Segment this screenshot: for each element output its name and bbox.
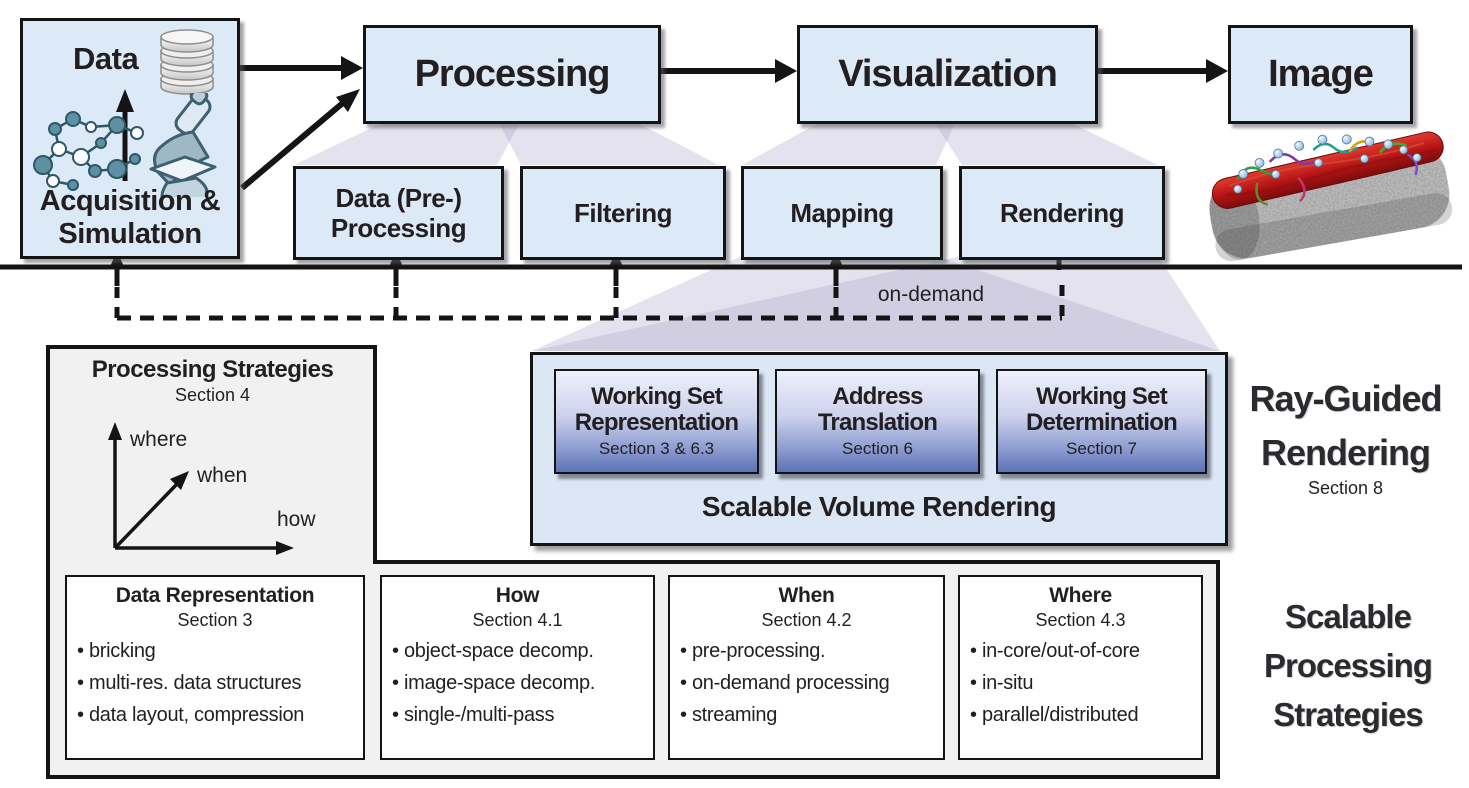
module-section: Section 7 bbox=[1066, 439, 1137, 458]
processing-stage-label: Processing bbox=[414, 53, 611, 95]
box-section: Section 4.3 bbox=[1035, 610, 1126, 630]
ray-guided-line1: Ray-Guided bbox=[1249, 378, 1442, 419]
axis-label-how: how bbox=[277, 508, 316, 531]
axis-label-when: when bbox=[197, 464, 248, 487]
module-section: Section 3 & 6.3 bbox=[598, 439, 715, 458]
sps-line1: Scalable bbox=[1285, 598, 1412, 635]
box-section: Section 4.1 bbox=[472, 610, 563, 630]
bullet-item: on-demand processing bbox=[680, 667, 943, 699]
bullet-item: parallel/distributed bbox=[970, 699, 1201, 731]
bullet-item: object-space decomp. bbox=[392, 635, 653, 667]
module-title-line1: Working Set bbox=[1036, 383, 1168, 410]
on-demand-label: on-demand bbox=[877, 283, 985, 306]
microscope-icon bbox=[149, 93, 217, 197]
box-title: How bbox=[495, 584, 540, 607]
scalable-volume-rendering-box: Working Set Representation Section 3 & 6… bbox=[530, 352, 1228, 546]
module-title-line2: Determination bbox=[1026, 409, 1178, 436]
box-title: Data Representation bbox=[115, 584, 315, 607]
module-title-line1: Address bbox=[832, 383, 923, 410]
address-translation-module: Address Translation Section 6 bbox=[775, 369, 980, 474]
visualization-stage-label: Visualization bbox=[838, 53, 1058, 95]
box-title: When bbox=[778, 584, 835, 607]
image-stage-box: Image bbox=[1228, 25, 1413, 124]
scalable-processing-strategies-title: Scalable Processing Strategies bbox=[1228, 592, 1468, 739]
how-box: How Section 4.1 object-space decomp. ima… bbox=[380, 575, 655, 760]
sps-line2: Processing bbox=[1264, 647, 1433, 684]
filtering-box: Filtering bbox=[520, 166, 726, 260]
bullet-item: single-/multi-pass bbox=[392, 699, 653, 731]
volume-rendering-image bbox=[1209, 131, 1453, 262]
image-stage-label: Image bbox=[1268, 53, 1374, 95]
acquisition-box: Data bbox=[20, 18, 240, 259]
bullet-item: bricking bbox=[77, 635, 363, 667]
bullet-item: streaming bbox=[680, 699, 943, 731]
working-set-determination-module: Working Set Determination Section 7 bbox=[996, 369, 1207, 474]
ray-guided-line2: Rendering bbox=[1260, 432, 1431, 473]
rendering-label: Rendering bbox=[999, 198, 1125, 228]
processing-strategies-header: Processing Strategies Section 4 bbox=[50, 356, 375, 406]
bullet-item: in-situ bbox=[970, 667, 1201, 699]
where-box: Where Section 4.3 in-core/out-of-core in… bbox=[958, 575, 1203, 760]
bullet-item: pre-processing. bbox=[680, 635, 943, 667]
ray-guided-rendering-section: Section 8 bbox=[1307, 478, 1384, 498]
processing-strategies-title: Processing Strategies bbox=[91, 356, 334, 383]
axis-label-where: where bbox=[130, 428, 188, 451]
acquisition-caption-line1: Acquisition & bbox=[39, 185, 221, 217]
database-icon bbox=[160, 29, 214, 95]
filtering-label: Filtering bbox=[573, 198, 673, 228]
data-preprocessing-label-line1: Data (Pre-) bbox=[335, 183, 462, 213]
visualization-stage-box: Visualization bbox=[797, 25, 1098, 124]
bullet-item: in-core/out-of-core bbox=[970, 635, 1201, 667]
ray-guided-rendering-title: Ray-Guided Rendering bbox=[1222, 372, 1469, 480]
module-title-line2: Representation bbox=[574, 409, 739, 436]
module-title-line2: Translation bbox=[817, 409, 938, 436]
sps-line3: Strategies bbox=[1273, 696, 1424, 733]
processing-strategies-section: Section 4 bbox=[174, 385, 251, 405]
mapping-box: Mapping bbox=[741, 166, 943, 260]
bullet-item: data layout, compression bbox=[77, 699, 363, 731]
bullet-item: multi-res. data structures bbox=[77, 667, 363, 699]
data-preprocessing-box: Data (Pre-) Processing bbox=[293, 166, 504, 260]
bullet-item: image-space decomp. bbox=[392, 667, 653, 699]
acquisition-caption-line2: Simulation bbox=[58, 218, 202, 250]
box-title: Where bbox=[1049, 584, 1112, 607]
rendering-box: Rendering bbox=[959, 166, 1165, 260]
data-label: Data bbox=[73, 41, 139, 76]
data-preprocessing-label-line2: Processing bbox=[330, 213, 467, 243]
molecule-icon bbox=[33, 111, 144, 191]
box-section: Section 4.2 bbox=[761, 610, 852, 630]
data-representation-box: Data Representation Section 3 bricking m… bbox=[65, 575, 365, 760]
when-box: When Section 4.2 pre-processing. on-dema… bbox=[668, 575, 945, 760]
strategy-axes bbox=[108, 422, 294, 555]
working-set-representation-module: Working Set Representation Section 3 & 6… bbox=[554, 369, 759, 474]
module-section: Section 6 bbox=[842, 439, 913, 458]
processing-stage-box: Processing bbox=[363, 25, 661, 124]
box-section: Section 3 bbox=[177, 610, 253, 630]
mapping-label: Mapping bbox=[790, 198, 894, 228]
scalable-volume-rendering-title: Scalable Volume Rendering bbox=[701, 491, 1057, 522]
module-title-line1: Working Set bbox=[591, 383, 723, 410]
